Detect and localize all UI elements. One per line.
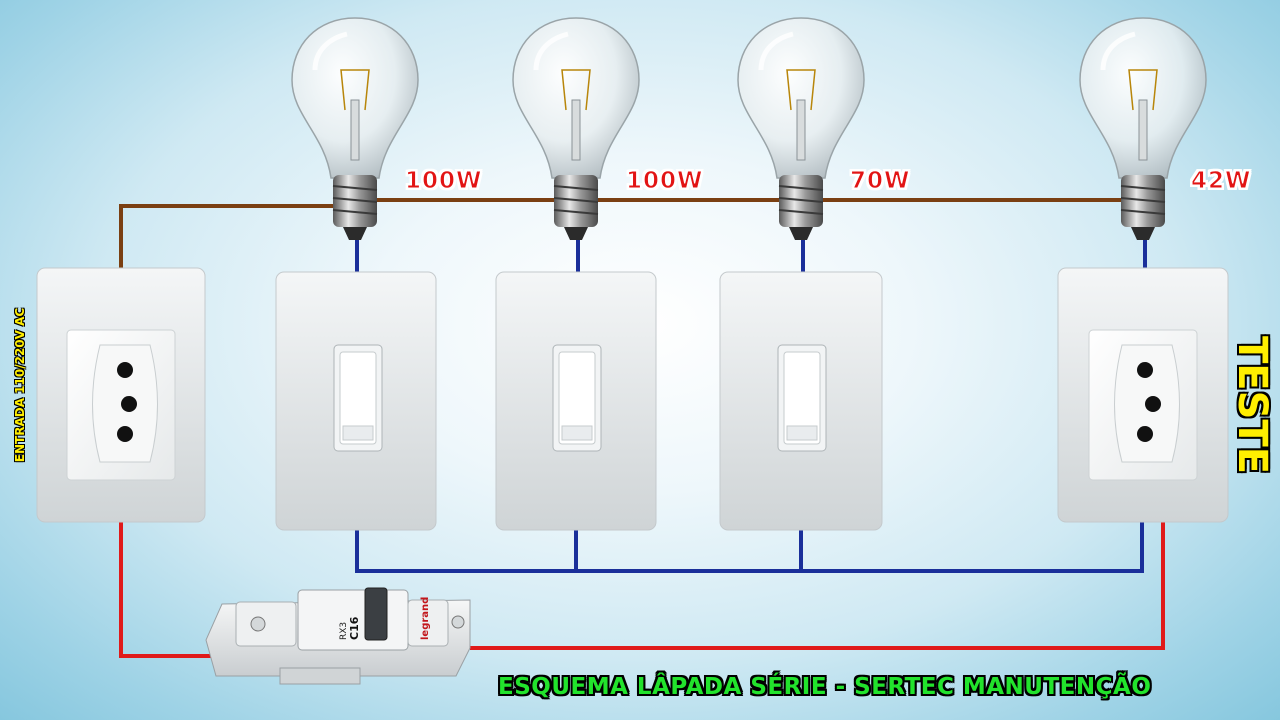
lamp-3 (737, 17, 865, 240)
lamp-3-wattage: 70W (849, 168, 911, 195)
breaker-brand: legrand (420, 597, 431, 640)
phase-wire (119, 198, 1145, 268)
outlet-hole (1145, 396, 1161, 412)
lamp-1-wattage: 100W (404, 168, 483, 195)
outlet-hole (117, 426, 133, 442)
breaker-model: RX3 (339, 622, 349, 640)
lamp-4 (1079, 17, 1207, 240)
outlet-hole (121, 396, 137, 412)
outlet-hole (117, 362, 133, 378)
switch-2 (495, 271, 657, 531)
switch-3 (719, 271, 883, 531)
lamp-2-wattage: 100W (625, 168, 704, 195)
switch-common-wire (355, 522, 1144, 573)
outlet-hole (1137, 362, 1153, 378)
neutral-wire-left (119, 522, 215, 658)
lamp-1 (291, 17, 419, 240)
breaker-rating: C16 (348, 616, 361, 640)
diagram-title: ESQUEMA LÂPADA SÉRIE - SERTEC MANUTENÇÃO (498, 674, 1152, 700)
neutral-wire-right (470, 522, 1165, 650)
switch-1 (275, 271, 437, 531)
test-label: TESTE (1229, 336, 1275, 475)
lamp-2 (512, 17, 640, 240)
circuit-breaker: RX3 C16 legrand (205, 587, 471, 685)
lamp-4-wattage: 42W (1190, 168, 1252, 195)
input-outlet (36, 267, 206, 523)
test-outlet (1057, 267, 1229, 523)
input-voltage-label: ENTRADA 110/220V AC (13, 307, 27, 463)
outlet-hole (1137, 426, 1153, 442)
